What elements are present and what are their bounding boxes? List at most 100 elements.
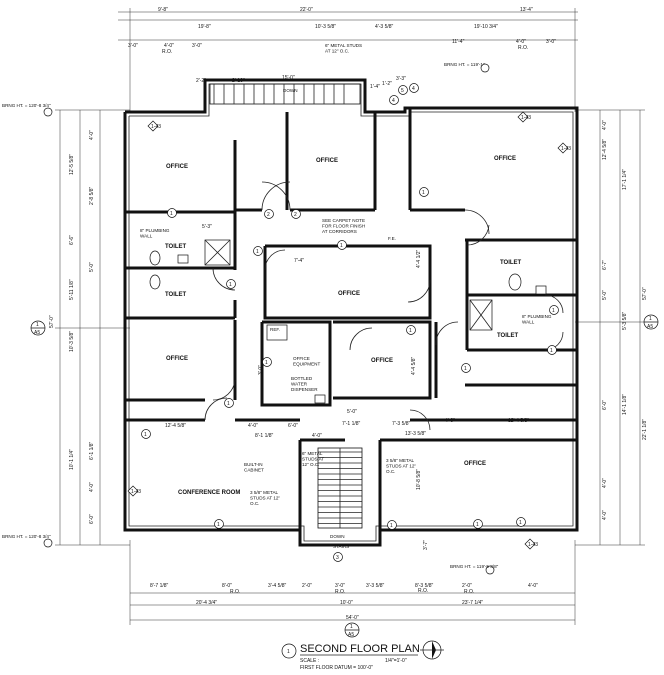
room-labels: OFFICE OFFICE OFFICE OFFICE OFFICE OFFIC… [165, 156, 522, 496]
tag-text-9: 1 [265, 360, 268, 366]
tag-10: 1 [406, 325, 416, 335]
tag-3: 1 [224, 398, 234, 408]
room-toilet-w2: TOILET [165, 292, 187, 298]
floor-datum: FIRST FLOOR DATUM = 100'-0" [300, 665, 373, 671]
exterior-walls [123, 78, 579, 547]
room-office-nw: OFFICE [166, 164, 188, 170]
dim-text-dims-top-seg-c-3: 19'-8" [198, 24, 211, 30]
room-office-w: OFFICE [166, 356, 188, 362]
dim-text-v-dims-right-r5-16: 5'-0" [602, 290, 608, 300]
dim-text-dims-bottom-ro-29: R.O. [335, 589, 345, 595]
dim-text-v-dims-left-l10-9: 4'-0" [89, 482, 95, 492]
dim-text-dims-bottom-c1-32: 20'-4 3/4" [196, 600, 217, 606]
dim-text-dims-top-stair-4-18: 1'-2" [382, 81, 392, 87]
dim-text-v-dims-left-l4-3: 6'-6" [69, 235, 75, 245]
note-down-top: DOWN [283, 88, 298, 93]
dim-text-v-dims-right-r4-15: 6'-7" [602, 260, 608, 270]
dim-text-v-dims-left-l6-5: 5'-11 1/8" [69, 279, 75, 300]
room-toilet-w1: TOILET [165, 244, 187, 250]
tag-21: 5 [398, 85, 408, 95]
dim-text-dims-interior-i2-37: 7'-4" [294, 258, 304, 264]
tag-text-23: 1-43 [521, 115, 531, 121]
dim-text-dims-interior-i14-48: 5'-0" [347, 409, 357, 415]
dim-text-dims-interior-i5-39: 4'-0" [248, 423, 258, 429]
dim-text-v-dims-interior-i15-24: 4'-0" [602, 510, 608, 520]
tag-text-18: 3 [336, 555, 339, 561]
dim-text-dims-top-ro-lbl-14: R.O. [518, 45, 528, 51]
dim-text-dims-top-seg-b-2: 13'-4" [520, 7, 533, 13]
grid-mark-right: 1 A5 [643, 314, 659, 330]
dim-text-v-dims-right-r8-19: 14'-1 1/8" [622, 394, 628, 415]
tag-text-1: 1 [256, 249, 259, 255]
tag-16: 2 [264, 209, 274, 219]
tag-text-10: 1 [409, 328, 412, 334]
dim-text-dims-bottom-b8-26: 2'-0" [462, 583, 472, 589]
dim-text-dims-interior-i10-44: 7'-3 5/8" [392, 421, 411, 427]
bearing-left-top: BRNG HT. = 120'-8 3/4" [2, 103, 51, 108]
door-swings [204, 181, 564, 431]
dim-text-v-dims-interior-i21-28: 3'-7" [423, 540, 429, 550]
dim-text-dims-bottom-b9-27: 4'-0" [528, 583, 538, 589]
dim-text-dims-bottom-ro-28: R.O. [230, 589, 240, 595]
dim-text-dims-bottom-c3-34: 23'-7 1/4" [462, 600, 483, 606]
tag-text-11: 1 [464, 366, 467, 372]
tag-text-7: 1 [476, 522, 479, 528]
tag-20: 4 [409, 83, 419, 93]
tag-12: 1 [547, 345, 557, 355]
dim-text-dims-top-ro-4-10: 11'-4" [452, 39, 465, 45]
dim-text-dims-interior-i9-43: 7'-1 1/8" [342, 421, 361, 427]
tag-text-22: 1-43 [151, 124, 161, 130]
dim-text-dims-top-overall-1: 22'-0" [300, 7, 313, 13]
dim-text-dims-top-ro-5-11: 4'-0" [516, 39, 526, 45]
grid-mark-left-sheet: A5 [34, 330, 40, 336]
grid-mark-right-sheet: A5 [647, 324, 653, 330]
dim-text-dims-interior-i12-46: 12'-4 5/8" [508, 418, 529, 424]
tag-0: 1 [167, 208, 177, 218]
dim-text-dims-top-ro-1-7: 3'-0" [128, 43, 138, 49]
tag-text-21: 5 [401, 88, 404, 94]
dim-text-dims-bottom-overall-35: 54'-0" [346, 615, 359, 621]
dimension-text-layer: 9'-8"22'-0"13'-4"19'-8"10'-3 5/8"4'-3 5/… [49, 7, 648, 621]
room-ref: REF. [270, 327, 280, 332]
tag-text-14: 1 [340, 243, 343, 249]
dim-text-v-dims-left-l2-1: 12'-5 5/8" [69, 154, 75, 175]
bearing-markers: BRNG HT. = 120'-8 3/4" BRNG HT. = 120'-8… [2, 62, 499, 575]
dim-text-dims-top-ro-lbl-13: R.O. [162, 49, 172, 55]
dim-text-dims-bottom-b7-25: 8'-3 5/8" [415, 583, 434, 589]
note-fe: F.E. [388, 236, 396, 241]
plumbing-fixtures [149, 239, 547, 404]
dim-text-v-dims-right-r1-12: 4'-0" [602, 120, 608, 130]
interior-walls [125, 108, 577, 530]
tag-text-6: 1 [390, 523, 393, 529]
dim-text-dims-interior-i1-36: 5'-3" [202, 224, 212, 230]
dim-text-v-dims-left-l3-2: 2'-8 5/8" [89, 186, 95, 205]
tag-15: 1 [549, 305, 559, 315]
dim-text-dims-interior-i7-42: 4'-0" [312, 433, 322, 439]
dim-text-dims-interior-i11-45: 4'-0" [445, 418, 455, 424]
dim-text-dims-top-stair-2-16: 15'-0" [282, 75, 295, 81]
dim-text-v-dims-interior-i3-23: 4'-4 1/2" [416, 249, 422, 268]
tag-26: 1-43 [524, 538, 538, 550]
scale-label: SCALE : [300, 658, 319, 664]
room-conference: CONFERENCE ROOM [178, 490, 240, 496]
dim-text-v-dims-left-l1-0: 4'-0" [89, 130, 95, 140]
grid-mark-bottom-sheet: A5 [348, 632, 354, 638]
dim-text-dims-interior-i18-50: 1'-4" [370, 84, 380, 90]
tag-text-0: 1 [170, 211, 173, 217]
tag-text-4: 1 [144, 432, 147, 438]
tag-2: 1 [226, 279, 236, 289]
tag-text-15: 1 [552, 308, 555, 314]
tag-text-13: 1 [422, 190, 425, 196]
tag-24: 1-43 [557, 142, 571, 154]
tag-17: 2 [291, 209, 301, 219]
dim-text-dims-bottom-b6-24: 3'-3 5/8" [366, 583, 385, 589]
note-stairs: STAIRS [333, 544, 349, 549]
tag-13: 1 [419, 187, 429, 197]
